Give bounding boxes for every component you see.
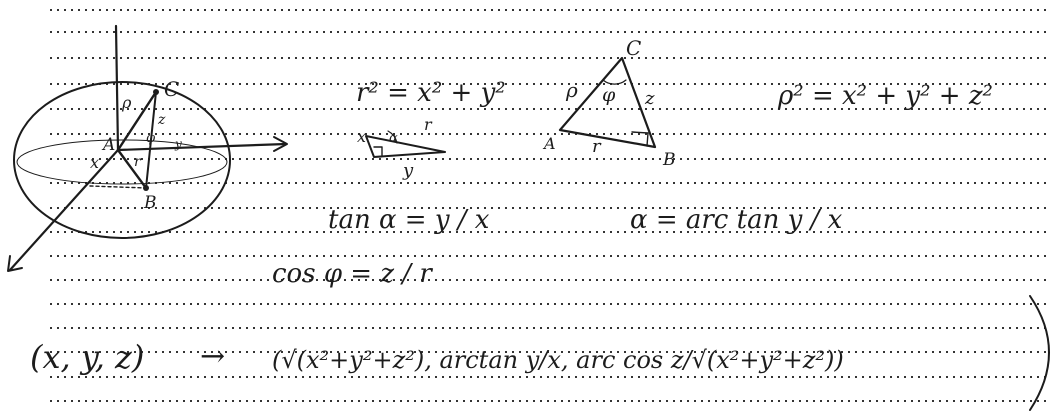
equation-r-squared: r² = x² + y²	[356, 78, 506, 108]
equation-rho-squared: ρ² = x² + y² + z²	[777, 81, 993, 111]
y-axis-arrowhead	[273, 136, 288, 152]
triangle-rz-r-label: r	[592, 136, 602, 157]
rho-label: ρ	[121, 93, 132, 112]
triangle-rz-c-label: C	[626, 36, 641, 60]
y-axis	[116, 142, 288, 152]
triangle-rz: C A B ρ φ z r	[542, 36, 676, 170]
equation-tan-alpha: tan α = y / x	[328, 205, 490, 235]
x-axis	[8, 148, 120, 272]
sphere-outline	[13, 81, 231, 239]
phi-label: φ	[146, 131, 156, 146]
equator-ellipse	[16, 139, 228, 185]
transform-arrow: →	[200, 339, 225, 374]
triangle-xy: x r y α	[357, 115, 446, 181]
rho-vector	[116, 90, 158, 152]
triangle-xy-y-label: y	[402, 160, 414, 181]
triangle-rz-z-label: z	[644, 88, 655, 109]
triangle-rz-phi-label: φ	[602, 84, 616, 106]
axis-note: y	[174, 137, 182, 151]
triangle-rz-a-label: A	[542, 134, 556, 153]
projection-dash	[89, 185, 147, 189]
triangle-rz-b-label: B	[662, 150, 676, 170]
sphere-figure: C A B ρ z r x φ y	[7, 24, 288, 272]
point-c-label: C	[164, 77, 179, 101]
r-vector	[116, 148, 148, 190]
z-label: z	[157, 112, 166, 128]
equation-cos-phi: cos φ = z / r	[272, 259, 433, 289]
ruled-lines	[50, 9, 1050, 402]
transform-rhs: (√(x²+y²+z²), arctan y/x, arc cos z/√(x²…	[272, 346, 844, 374]
x-label: x	[90, 153, 99, 172]
z-height-line	[145, 91, 157, 189]
equation-alpha-result: α = arc tan y / x	[630, 205, 843, 235]
point-a-label: A	[101, 135, 115, 155]
z-axis	[114, 24, 120, 152]
triangle-xy-r-label: r	[424, 115, 433, 134]
point-b-label: B	[143, 193, 157, 213]
triangle-rz-rho-label: ρ	[565, 78, 578, 102]
closing-paren-outer	[1029, 295, 1050, 411]
x-axis-arrowhead	[7, 255, 23, 272]
triangle-xy-x-label: x	[357, 127, 366, 146]
transform-lhs: (x, y, z)	[30, 338, 144, 376]
r-label: r	[134, 154, 142, 170]
triangle-xy-alpha-label: α	[389, 131, 398, 146]
